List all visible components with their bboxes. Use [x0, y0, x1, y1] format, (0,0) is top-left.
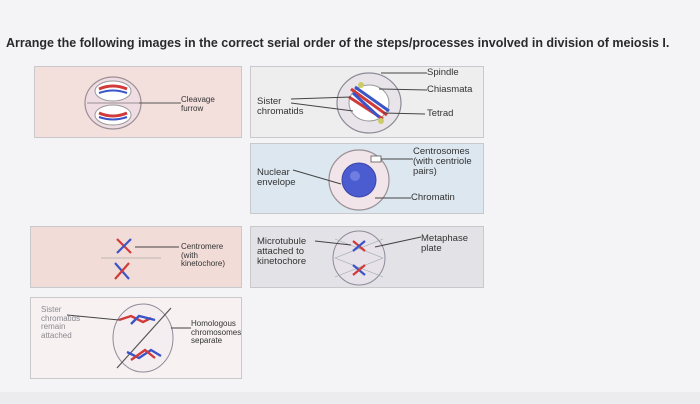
anaphase-cell-illustration	[66, 303, 191, 373]
image-card-centromere[interactable]: Centromere (with kinetochore)	[30, 226, 242, 288]
label-tetrad: Tetrad	[427, 108, 454, 119]
label-cleavage-furrow: Cleavage furrow	[181, 95, 215, 113]
metaphase-cell-illustration	[314, 230, 422, 286]
image-card-nuclear-envelope[interactable]: Nuclear envelope Centrosomes (with centr…	[250, 143, 484, 214]
label-chromatin: Chromatin	[411, 192, 455, 203]
interphase-cell-illustration	[292, 149, 413, 211]
label-sister-chromatids: Sister chromatids	[257, 96, 304, 117]
prophase-cell-illustration	[290, 72, 428, 134]
anaphase-centromere-illustration	[101, 238, 179, 280]
label-chiasmata: Chiasmata	[427, 84, 473, 95]
label-centromere: Centromere (with kinetochore)	[181, 242, 226, 268]
label-microtubule: Microtubule attached to kinetochore	[257, 236, 307, 267]
question-text: Arrange the following images in the corr…	[6, 36, 670, 50]
image-card-metaphase-plate[interactable]: Microtubule attached to kinetochore Meta…	[250, 226, 484, 288]
label-spindle: Spindle	[427, 67, 459, 78]
label-metaphase-plate: Metaphase plate	[421, 233, 469, 254]
label-nuclear-envelope: Nuclear envelope	[257, 167, 296, 188]
image-card-cleavage-furrow[interactable]: Cleavage furrow	[34, 66, 242, 138]
bottom-strip	[0, 392, 700, 404]
label-centrosomes: Centrosomes (with centriole pairs)	[413, 146, 472, 177]
label-homologous-separate: Homologous chromosomes separate	[191, 319, 242, 345]
image-card-homologous-separate[interactable]: Sister chromatids remain attached Homolo…	[30, 297, 242, 379]
label-sister-chromatids-attached: Sister chromatids remain attached	[41, 305, 81, 340]
image-card-chiasmata-tetrad[interactable]: Sister chromatids Spindle Chiasmata Tetr…	[250, 66, 484, 138]
telophase-cell-illustration	[84, 76, 181, 130]
